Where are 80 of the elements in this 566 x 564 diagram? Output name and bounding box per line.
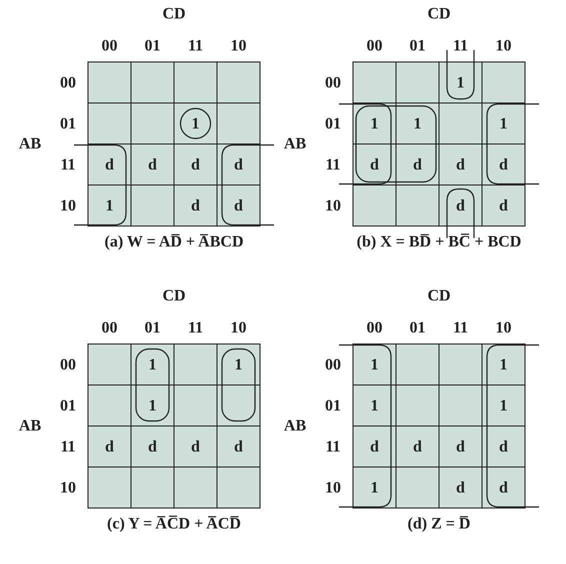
- cell-value: d: [456, 196, 465, 216]
- cell-value: d: [499, 154, 508, 174]
- variable-label: AB: [18, 416, 42, 436]
- cell-value: d: [234, 196, 243, 216]
- column-header: 11: [188, 318, 204, 338]
- variable-label: AB: [284, 134, 306, 154]
- cell-value: 1: [192, 114, 200, 134]
- cell-value: d: [105, 436, 114, 456]
- cell-value: d: [105, 154, 114, 174]
- row-header: 10: [325, 196, 341, 216]
- cell-value: d: [370, 154, 379, 174]
- cell-value: 1: [456, 72, 464, 92]
- cell-value: 1: [414, 114, 422, 134]
- column-header: 11: [452, 318, 468, 338]
- column-header: 01: [144, 318, 160, 338]
- row-header: 00: [325, 72, 341, 92]
- column-header: 10: [230, 318, 246, 338]
- cell-value: d: [148, 154, 157, 174]
- cell-value: d: [413, 154, 422, 174]
- row-header: 10: [60, 478, 76, 498]
- cell-value: d: [456, 478, 465, 498]
- cell-value: d: [456, 436, 465, 456]
- cell-value: d: [456, 154, 465, 174]
- cell-value: d: [370, 436, 379, 456]
- variable-label: CD: [427, 286, 451, 306]
- cell-value: 1: [370, 114, 378, 134]
- column-header: 00: [366, 318, 382, 338]
- column-header: 01: [144, 36, 160, 56]
- column-header: 00: [102, 36, 118, 56]
- row-header: 00: [60, 72, 76, 92]
- cell-value: d: [499, 478, 508, 498]
- column-header: 10: [496, 318, 512, 338]
- cell-value: 1: [500, 354, 508, 374]
- column-header: 10: [230, 36, 246, 56]
- row-header: 11: [60, 154, 76, 174]
- cell-value: 1: [370, 396, 378, 416]
- cell-value: d: [148, 436, 157, 456]
- variable-label: CD: [162, 4, 186, 24]
- variable-label: CD: [427, 4, 451, 24]
- row-header: 00: [325, 354, 341, 374]
- cell-value: d: [191, 154, 200, 174]
- column-header: 01: [410, 36, 426, 56]
- cell-value: 1: [234, 354, 242, 374]
- row-header: 01: [325, 114, 341, 134]
- cell-value: 1: [148, 396, 156, 416]
- cell-value: 1: [500, 396, 508, 416]
- cell-value: 1: [500, 114, 508, 134]
- column-header: 10: [496, 36, 512, 56]
- column-header: 00: [366, 36, 382, 56]
- cell-value: d: [191, 436, 200, 456]
- row-header: 01: [60, 114, 76, 134]
- cell-value: d: [499, 436, 508, 456]
- cell-value: d: [191, 196, 200, 216]
- cell-value: 1: [370, 478, 378, 498]
- map-caption: (c) Y = A̅C̅D + A̅CD̅: [107, 514, 241, 534]
- cell-value: 1: [148, 354, 156, 374]
- row-header: 11: [60, 436, 76, 456]
- cell-value: d: [413, 436, 422, 456]
- cell-value: 1: [106, 196, 114, 216]
- row-header: 01: [325, 396, 341, 416]
- row-header: 11: [325, 436, 341, 456]
- map-caption: (b) X = BD̅ + BC̅ + BCD: [356, 232, 522, 252]
- column-header: 11: [452, 36, 468, 56]
- row-header: 01: [60, 396, 76, 416]
- variable-label: CD: [162, 286, 186, 306]
- column-header: 11: [188, 36, 204, 56]
- variable-label: AB: [18, 134, 42, 154]
- row-header: 00: [60, 354, 76, 374]
- cell-value: 1: [370, 354, 378, 374]
- column-header: 01: [410, 318, 426, 338]
- row-header: 10: [60, 196, 76, 216]
- cell-value: d: [234, 154, 243, 174]
- variable-label: AB: [284, 416, 306, 436]
- column-header: 00: [102, 318, 118, 338]
- cell-value: d: [499, 196, 508, 216]
- row-header: 11: [325, 154, 341, 174]
- map-caption: (a) W = AD̅ + A̅BCD: [104, 232, 244, 252]
- map-caption: (d) Z = D̅: [408, 514, 470, 534]
- row-header: 10: [325, 478, 341, 498]
- cell-value: d: [234, 436, 243, 456]
